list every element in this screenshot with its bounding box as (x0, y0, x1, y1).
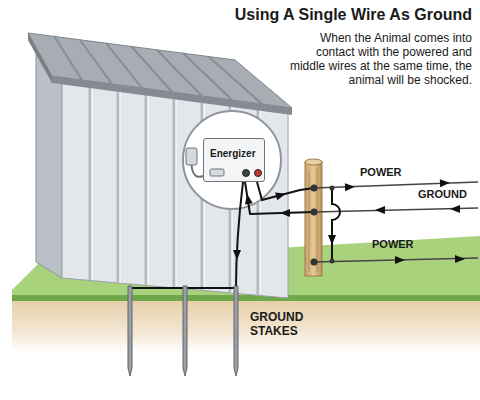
wall-rib-highlight (176, 96, 177, 288)
stake-lead (236, 182, 243, 288)
energizer-box: Energizer (203, 138, 265, 182)
roof-rib (54, 36, 82, 80)
power-cord (192, 165, 204, 177)
arrowhead (275, 190, 287, 200)
shed-end-wall (36, 50, 62, 278)
power-wire-top (314, 182, 478, 188)
roof-rib (157, 50, 202, 96)
wire-joint (330, 186, 335, 191)
roof-rib (106, 43, 142, 88)
arrowhead (280, 209, 290, 217)
arrowhead (440, 179, 450, 187)
insulator (311, 185, 318, 192)
title: Using A Single Wire As Ground (190, 6, 472, 24)
device-label: Energizer (210, 148, 256, 159)
stakes-label: GROUND STAKES (250, 310, 320, 338)
grass-edge (12, 295, 480, 301)
roof-side-edge (28, 33, 52, 83)
wire-joint (330, 259, 335, 264)
jumper-wire (332, 188, 340, 262)
arrowhead (233, 250, 241, 260)
ground-stake (234, 286, 238, 376)
wall-rib-highlight (92, 84, 93, 280)
indicator (210, 169, 224, 176)
arrowhead (243, 193, 253, 204)
arrowhead (375, 206, 385, 214)
ground-lead (245, 182, 314, 214)
terminal (242, 169, 249, 176)
ground-stakes (128, 286, 238, 376)
wood-grain (309, 168, 317, 272)
wall-rib-highlight (148, 92, 149, 285)
shed-front-wall (62, 80, 288, 298)
arrowhead (328, 235, 336, 245)
wood-grain-line (309, 170, 310, 272)
ground-stake (183, 286, 187, 376)
terminal (254, 169, 261, 176)
insulator (311, 209, 318, 216)
arrowhead (455, 255, 465, 263)
post-top (305, 159, 322, 165)
wire-label: POWER (372, 238, 442, 251)
wire-label: POWER (360, 166, 430, 179)
wall-rib (145, 92, 148, 285)
detail-bubble (183, 111, 281, 209)
wall-rib (89, 84, 92, 280)
terminals (203, 138, 265, 182)
roof-rib (209, 57, 262, 104)
wood-grain-line (317, 168, 318, 272)
power-lead (257, 182, 314, 200)
insulator (311, 259, 318, 266)
arrowhead (395, 256, 405, 264)
arrowhead (345, 183, 355, 191)
soil (12, 300, 480, 352)
roof-rib (183, 53, 232, 100)
roof-rib (132, 47, 172, 92)
wall-rib-highlight (120, 88, 121, 283)
roof-fascia (52, 76, 292, 115)
wall-rib (117, 88, 120, 283)
fence-post (305, 162, 322, 276)
wall-rib (173, 96, 176, 288)
ground-stake (128, 286, 132, 376)
roof-rib (80, 40, 112, 84)
arrowhead (450, 205, 460, 213)
power-outlet (186, 148, 197, 165)
description-note: When the Animal comes into contact with … (288, 31, 472, 87)
wire-label: GROUND (418, 188, 478, 201)
